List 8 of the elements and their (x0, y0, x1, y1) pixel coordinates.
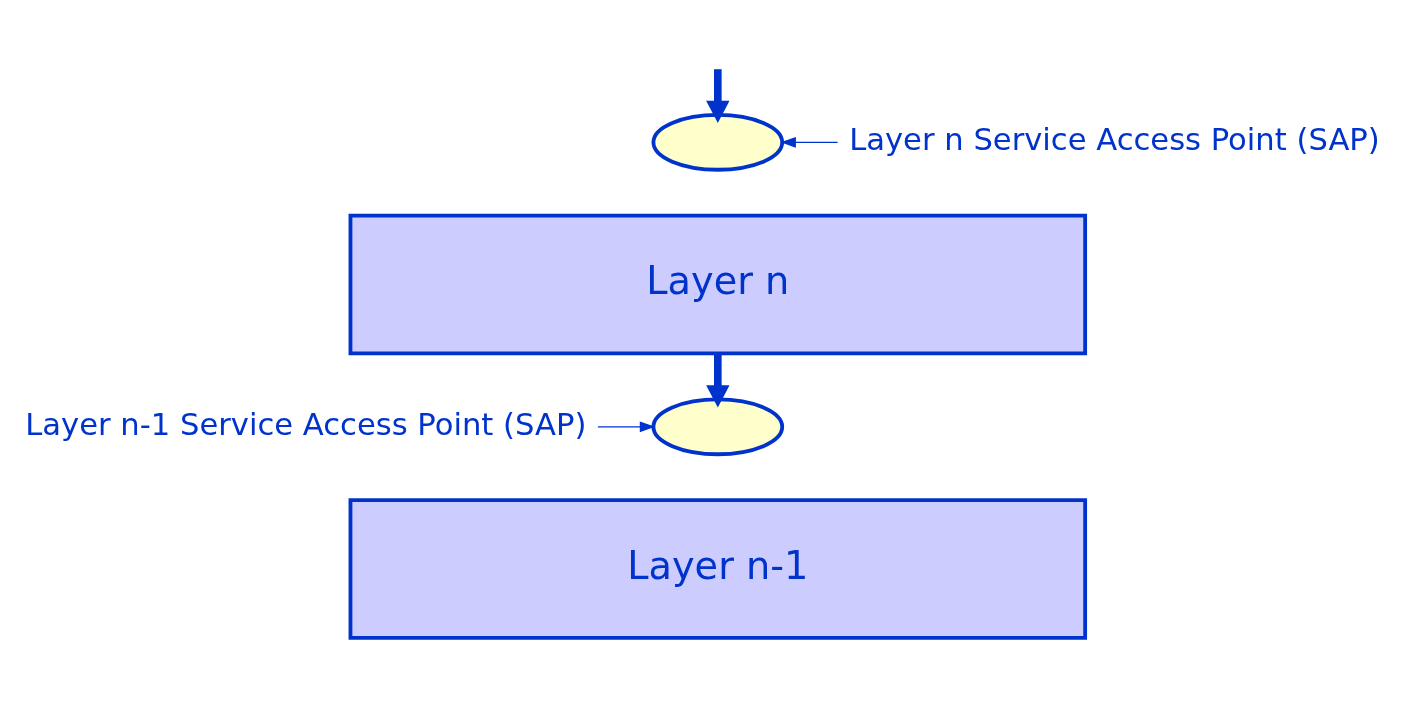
node-ellipse (651, 396, 785, 456)
node-ellipse (651, 112, 785, 172)
node-text: Layer n-1 Service Access Point (SAP) (25, 406, 587, 442)
node-box: Layer n-1 (348, 497, 1088, 640)
node-box: Layer n (348, 213, 1088, 355)
arrow (706, 68, 730, 123)
node-text: Layer n Service Access Point (SAP) (849, 121, 1380, 157)
arrow (706, 353, 730, 408)
